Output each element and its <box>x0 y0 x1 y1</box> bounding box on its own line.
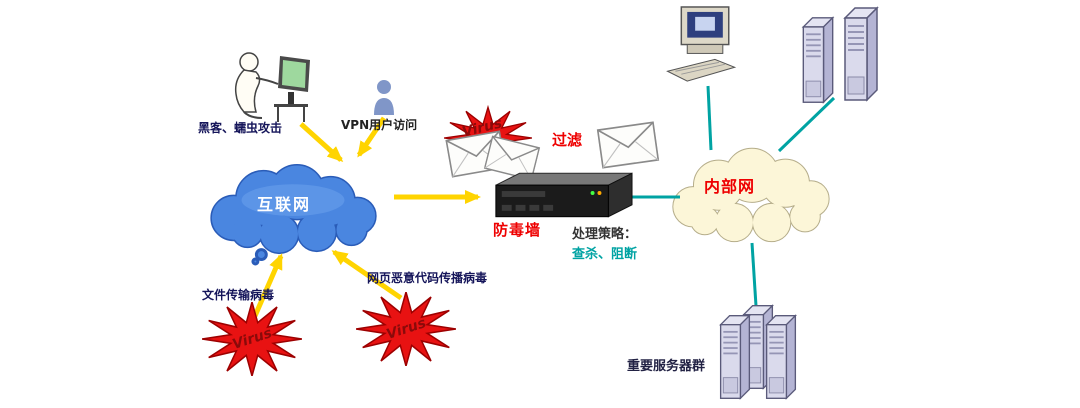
policy-title-label: 处理策略： <box>572 227 638 242</box>
filter-label: 过滤 <box>552 131 583 149</box>
hacker-attack-label: 黑客、蠕虫攻击 <box>198 121 283 135</box>
policy-actions-label: 查杀、阻断 <box>572 247 638 262</box>
firewall-appliance-icon <box>495 172 633 218</box>
vpn-user-label: VPN用户访问 <box>341 118 418 132</box>
server-tower-icon <box>716 313 754 401</box>
envelope-icon <box>596 120 659 170</box>
server-group <box>714 303 810 401</box>
server-tower-icon <box>842 5 880 103</box>
intranet-label: 内部网 <box>704 177 756 196</box>
hacker-workstation-icon <box>234 52 310 122</box>
virus-star-web: Virus <box>356 292 456 366</box>
server-group-label: 重要服务器群 <box>627 359 706 374</box>
file-transfer-virus-label: 文件传输病毒 <box>202 288 275 302</box>
server-tower-icon <box>762 313 800 401</box>
server-towers <box>800 5 884 105</box>
server-tower-icon <box>800 15 836 105</box>
firewall-label: 防毒墙 <box>493 221 542 239</box>
virus-star-file: Virus <box>202 302 302 376</box>
vpn-user-icon <box>374 80 394 115</box>
internet-label: 互联网 <box>257 195 312 214</box>
desktop-computer-icon <box>666 6 737 82</box>
web-malicious-code-label: 网页恶意代码传播病毒 <box>367 271 488 285</box>
